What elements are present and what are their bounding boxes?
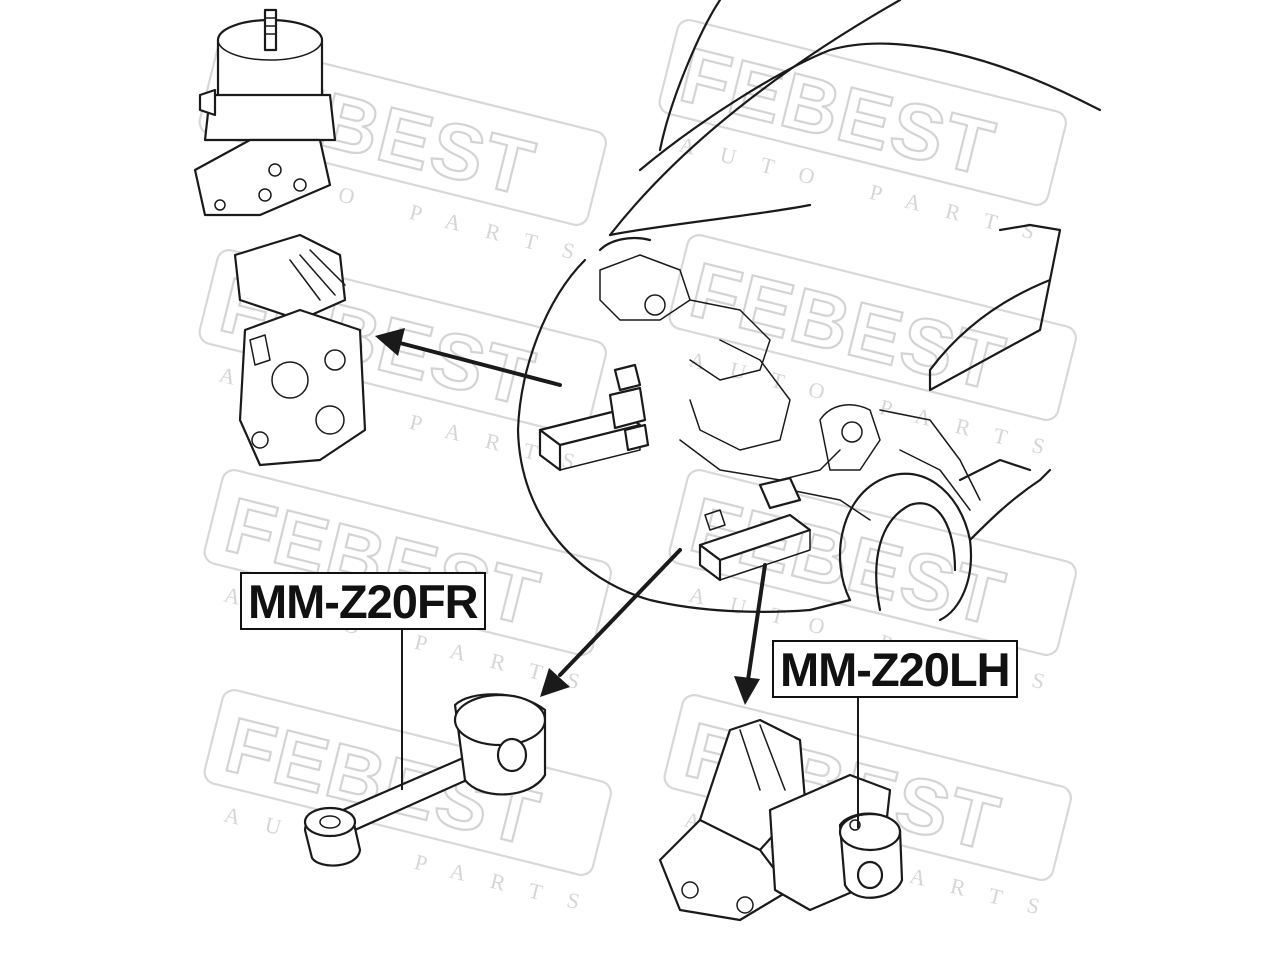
arrow-head-lh-mount <box>734 676 760 705</box>
lh-mount-part <box>658 718 904 922</box>
watermark-mid-right: FEBEST AUTO PARTS <box>668 234 1077 466</box>
arrow-to-lh-mount <box>746 563 767 682</box>
torque-rod-part <box>303 693 547 867</box>
watermark-brand: FEBEST <box>672 30 1003 193</box>
hydraulic-mount-part <box>193 8 337 217</box>
arrow-head-fr-mount <box>540 668 570 697</box>
label-mm-z20fr: MM-Z20FR <box>240 572 486 630</box>
car-body-outline <box>516 0 1102 622</box>
watermark-group: FEBEST AUTO PARTS FEBEST AUTO PARTS FEBE… <box>198 19 1077 926</box>
engine-bay-sketch <box>538 254 981 582</box>
watermark-top-right: FEBEST AUTO PARTS <box>658 19 1067 251</box>
pointer-arrows <box>375 328 767 705</box>
arrow-head-right-mount <box>375 328 405 356</box>
arrow-to-fr-mount <box>558 548 682 677</box>
label-mm-z20lh: MM-Z20LH <box>772 640 1018 698</box>
watermark-brand: FEBEST <box>682 245 1013 408</box>
arrow-to-right-mount <box>398 341 562 387</box>
bracket-mount-part <box>233 233 367 467</box>
